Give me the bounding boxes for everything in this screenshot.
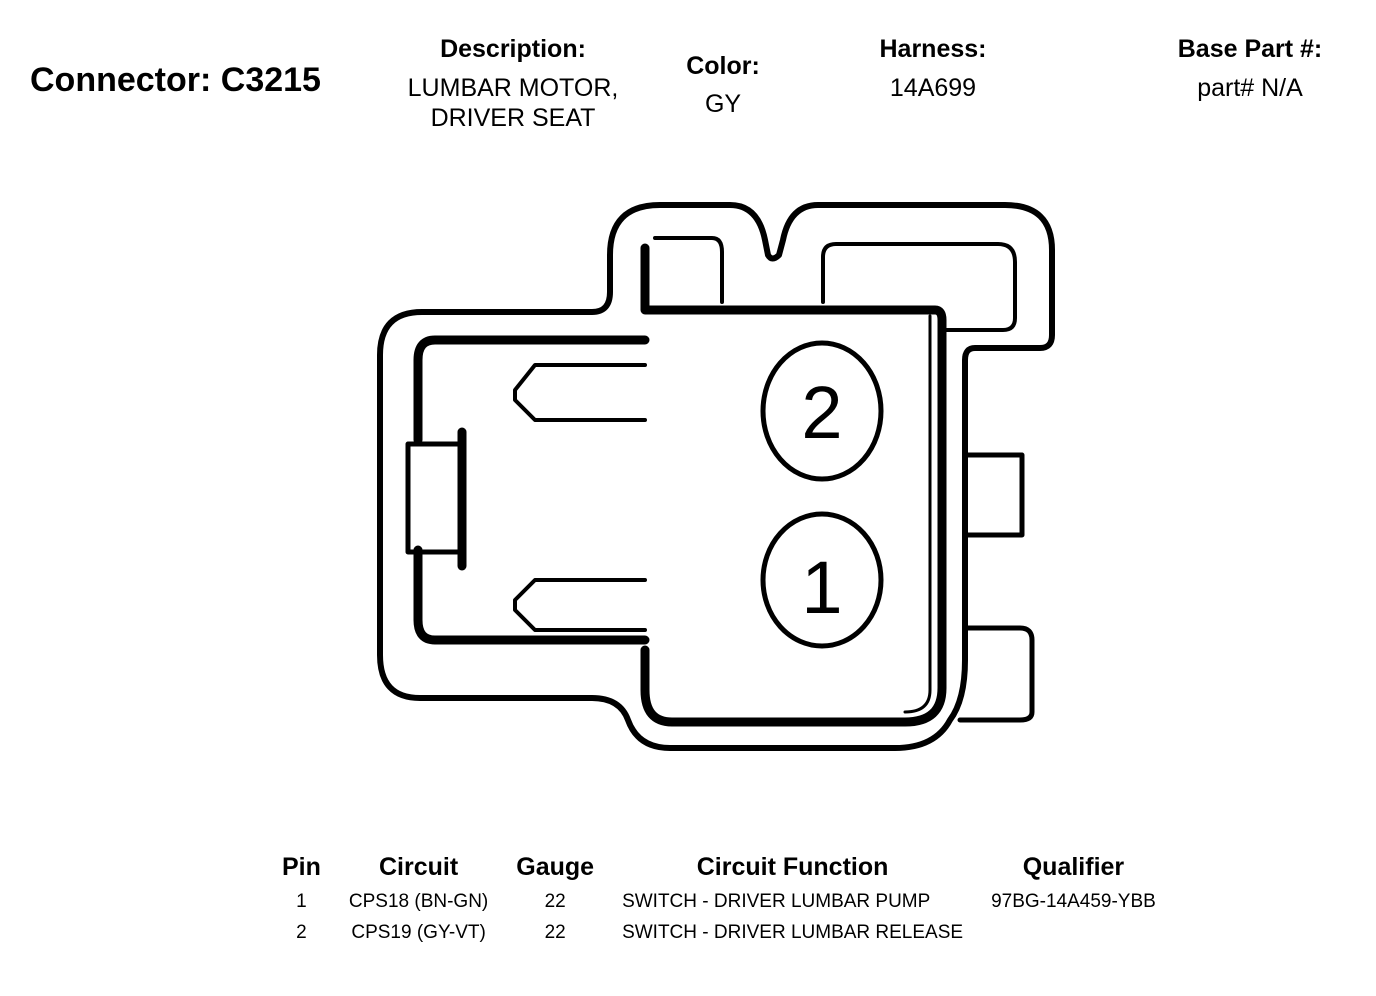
latch-arm-upper [413,335,650,445]
color-label: Color: [686,52,760,80]
table-row: 2 CPS19 (GY-VT) 22 SWITCH - DRIVER LUMBA… [268,917,1170,948]
color-value: GY [704,90,742,118]
description-line-2: DRIVER SEAT [430,104,596,132]
row-circuit: CPS19 (GY-VT) [351,922,486,943]
header-qualifier: Qualifier [1022,853,1125,881]
header-circuit: Circuit [378,853,459,881]
pin-label-2: 2 [801,371,842,454]
header-gauge: Gauge [516,853,595,881]
pin-block-inner-edge [903,314,932,714]
base-part-label: Base Part #: [1177,35,1323,63]
key-tab-upper [965,452,1025,538]
housing-outer-outline [377,202,1055,751]
pin-block-outline [640,243,947,727]
row-circuit: CPS18 (BN-GN) [348,891,489,912]
description-line-1: LUMBAR MOTOR, [407,74,619,102]
table-row: 1 CPS18 (BN-GN) 22 SWITCH - DRIVER LUMBA… [268,886,1170,917]
row-pin: 1 [296,891,307,912]
connector-title: Connector: C3215 [30,61,321,99]
row-pin: 2 [296,922,307,943]
pin-cavity-1 [760,511,884,649]
header-pin: Pin [282,853,321,881]
latch-arm-lower-inner [513,578,647,632]
description-block: Description: LUMBAR MOTOR, DRIVER SEAT [380,34,646,133]
pin-label-1: 1 [801,546,842,629]
base-part-block: Base Part #: part# N/A [1150,34,1350,103]
harness-label: Harness: [879,35,987,63]
connector-face-diagram: 2 1 [377,202,1055,751]
latch-tab [405,441,463,555]
row-gauge: 22 [544,891,566,912]
base-part-value: part# N/A [1197,74,1303,102]
row-function: SWITCH - DRIVER LUMBAR RELEASE [622,922,964,943]
harness-value: 14A699 [889,74,977,102]
pin-table-header-row: Pin Circuit Gauge Circuit Function Quali… [268,852,1170,886]
latch-arm-upper-inner [513,363,647,422]
header-function: Circuit Function [696,853,889,881]
description-label: Description: [440,35,586,63]
harness-block: Harness: 14A699 [853,34,1013,103]
housing-inner-outline [653,236,1017,332]
color-block: Color: GY [668,51,778,119]
pin-table: Pin Circuit Gauge Circuit Function Quali… [268,852,1170,948]
pin-cavity-2 [760,340,884,482]
latch-arm-lower [413,545,650,645]
row-gauge: 22 [544,922,566,943]
row-qualifier [977,917,1170,948]
row-function: SWITCH - DRIVER LUMBAR PUMP [622,891,931,912]
row-qualifier: 97BG-14A459-YBB [991,891,1156,912]
key-tab-lower [957,625,1035,723]
